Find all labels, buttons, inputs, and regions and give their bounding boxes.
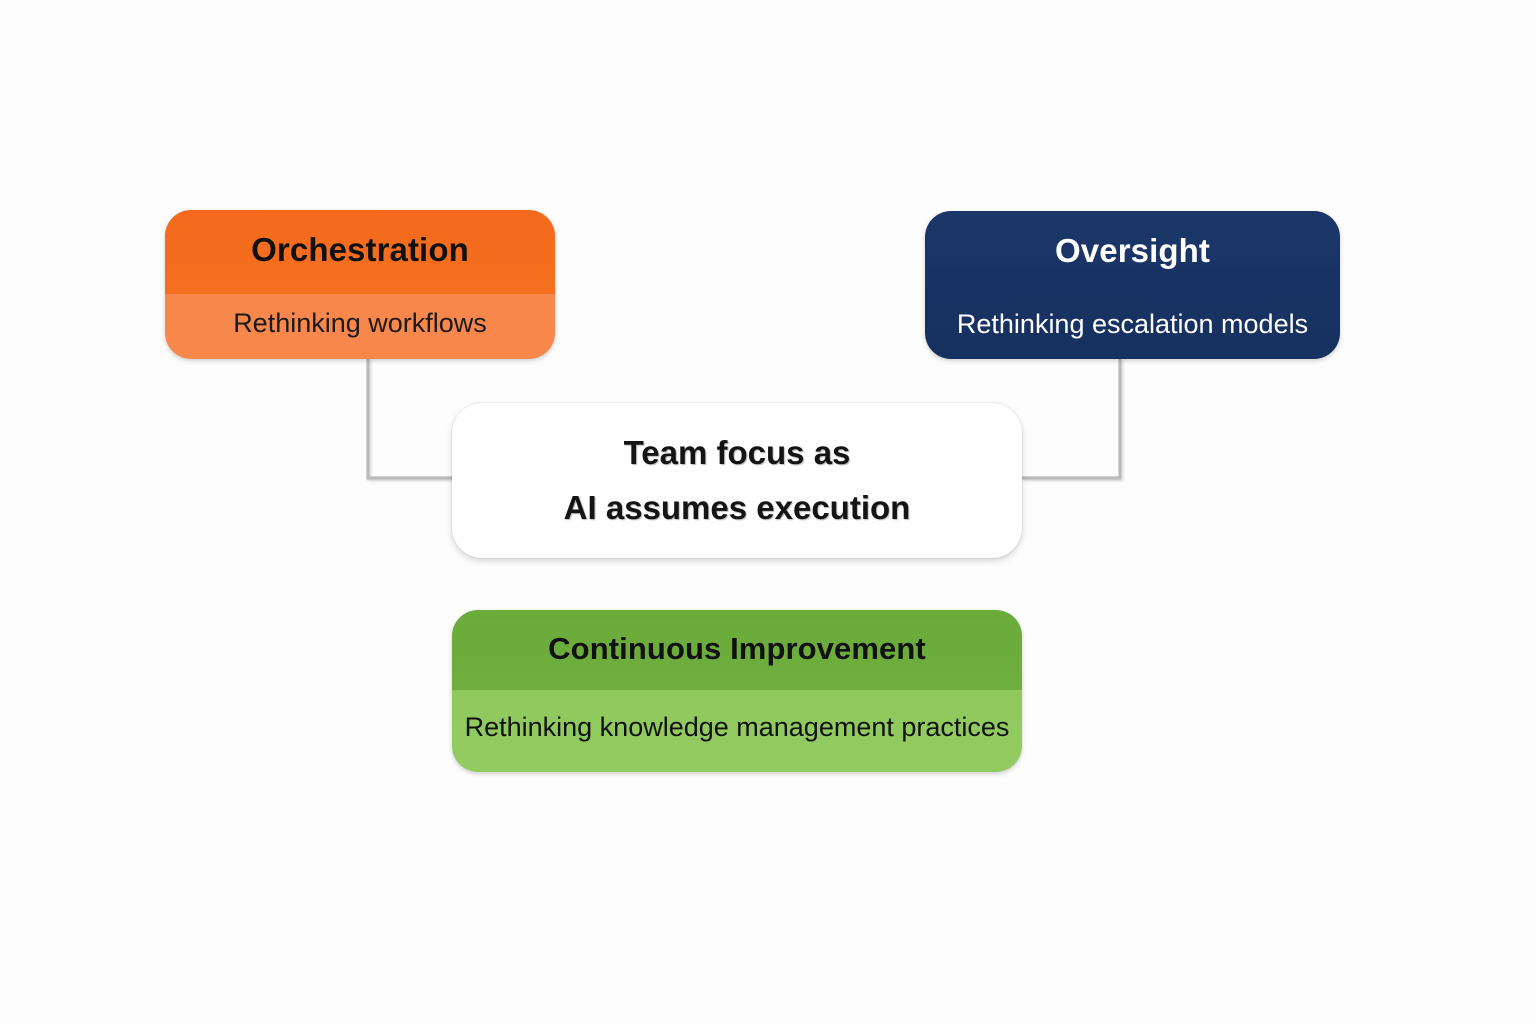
node-oversight-subtitle: Rethinking escalation models <box>956 308 1309 339</box>
node-orchestration-subtitle: Rethinking workflows <box>165 294 555 359</box>
node-oversight-title: Oversight <box>1055 232 1210 269</box>
node-improvement-subtitle: Rethinking knowledge management practice… <box>452 690 1022 772</box>
node-center-focus[interactable]: Team focus as AI assumes execution <box>452 403 1022 558</box>
node-oversight[interactable]: Oversight Rethinking escalation models <box>925 211 1340 359</box>
center-text-block: Team focus as AI assumes execution <box>564 426 911 536</box>
center-text-line-2: AI assumes execution <box>563 488 911 526</box>
node-improvement-title: Continuous Improvement <box>452 610 1022 690</box>
center-text-line-1: Team focus as <box>623 433 851 471</box>
connector-oversight-to-center <box>1022 358 1122 480</box>
node-orchestration-title: Orchestration <box>165 210 555 294</box>
node-continuous-improvement[interactable]: Continuous Improvement Rethinking knowle… <box>452 610 1022 772</box>
connector-orchestration-to-center <box>366 358 452 480</box>
node-orchestration[interactable]: Orchestration Rethinking workflows <box>165 210 555 359</box>
